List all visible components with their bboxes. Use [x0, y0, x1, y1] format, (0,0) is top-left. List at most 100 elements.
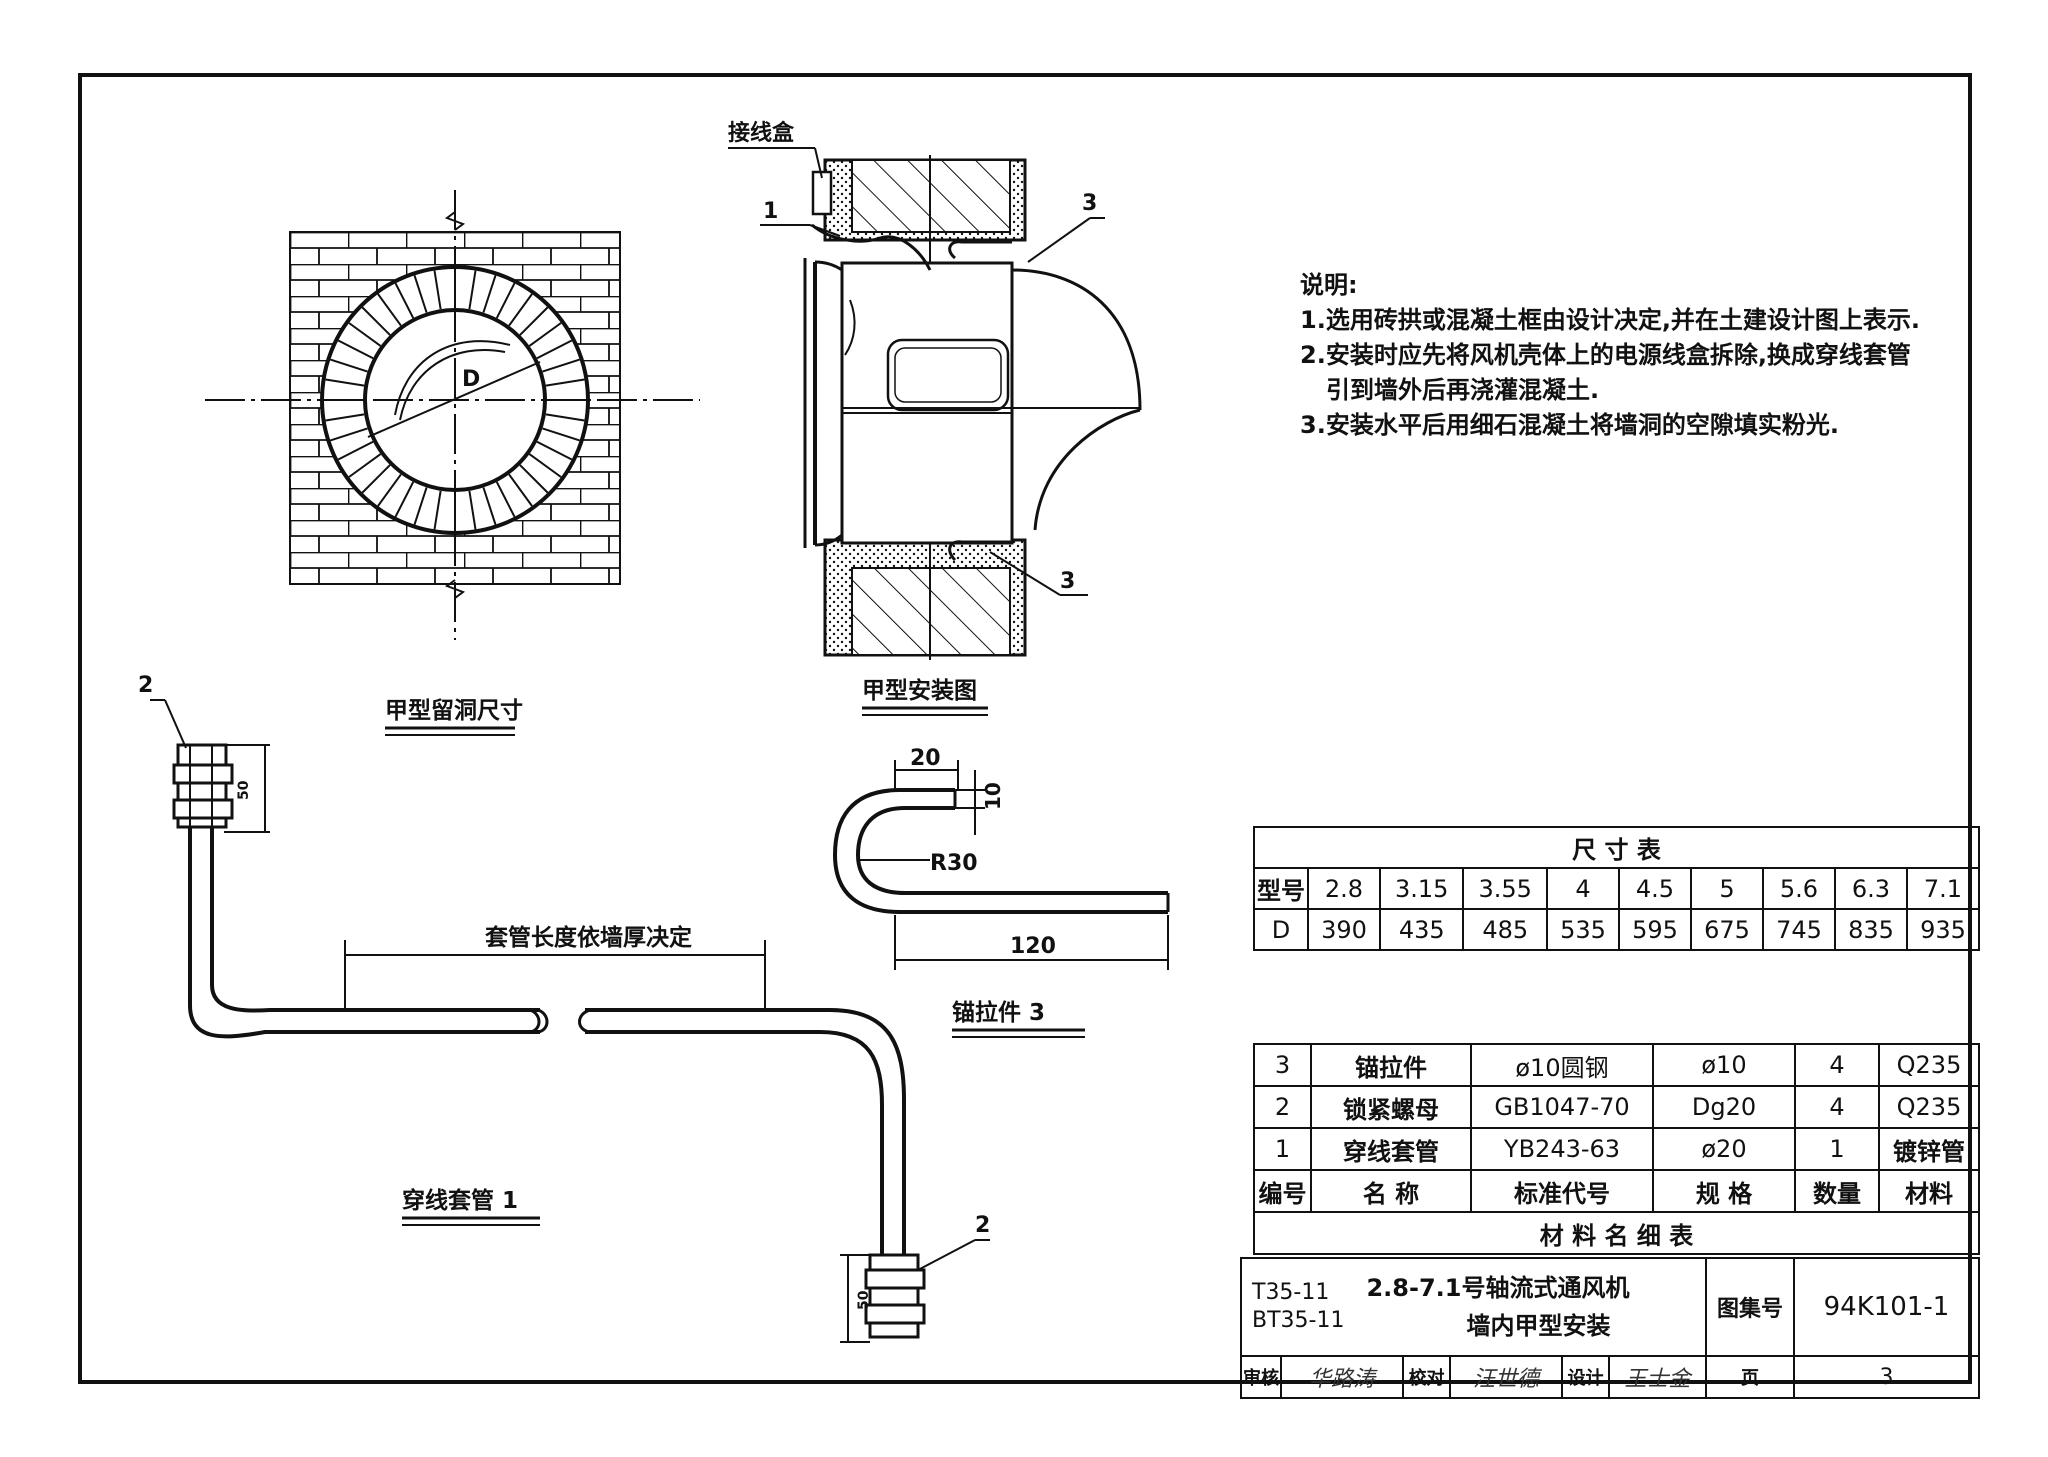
note-1: 1.选用砖拱或混凝土框由设计决定,并在土建设计图上表示.: [1300, 306, 1921, 334]
mat-cell: ø10圆钢: [1470, 1043, 1654, 1087]
material-row: 2 锁紧螺母 GB1047-70 Dg20 4 Q235: [1253, 1085, 1980, 1129]
material-table-title: 材 料 名 细 表: [1253, 1211, 1980, 1255]
voussoir-line: [545, 378, 585, 387]
title-cell: T35-11 BT35-11 2.8-7.1号轴流式通风机 墙内甲型安装: [1240, 1257, 1707, 1357]
mat-cell: 1: [1253, 1127, 1312, 1171]
diameter-line: [367, 361, 541, 438]
voussoir-line: [348, 322, 382, 347]
view-title-conduit: 穿线套管 1: [402, 1187, 518, 1214]
note-3: 3.安装水平后用细石混凝土将墙洞的空隙填实粉光.: [1300, 411, 1839, 439]
mat-cell: ø20: [1652, 1127, 1796, 1171]
installation-section-view: 接线盒 1 3 3 甲型安装图: [728, 120, 1142, 716]
review-label: 审核: [1240, 1355, 1282, 1399]
d-cell: 835: [1833, 908, 1908, 951]
voussoir-line: [536, 440, 573, 461]
dimension-table-title: 尺 寸 表: [1253, 826, 1980, 869]
voussoir-line: [337, 339, 374, 360]
check-signature: 汪世德: [1449, 1355, 1563, 1399]
material-row: 3 锚拉件 ø10圆钢 ø10 4 Q235: [1253, 1043, 1980, 1087]
d-cell: 675: [1689, 908, 1764, 951]
d-cell: 935: [1905, 908, 1981, 951]
model-row-label: 型号: [1253, 867, 1309, 910]
model-cell: 3.55: [1462, 867, 1548, 910]
mat-cell: Q235: [1878, 1043, 1980, 1087]
dimension-table: 尺 寸 表 型号 2.8 3.15 3.55 4 4.5 5 5.6 6.3 7…: [1253, 826, 1981, 951]
mat-header: 名 称: [1310, 1169, 1472, 1213]
label-part-2-top: 2: [138, 673, 153, 698]
mat-header: 标准代号: [1470, 1169, 1654, 1213]
mat-cell: 锚拉件: [1310, 1043, 1472, 1087]
voussoir-line: [495, 481, 516, 518]
drawing-title-1: 2.8-7.1号轴流式通风机: [1366, 1274, 1630, 1302]
view-title-hole: 甲型留洞尺寸: [385, 698, 523, 724]
voussoir-line: [377, 293, 402, 327]
model-cell: 5.6: [1761, 867, 1836, 910]
model-cell: 5: [1689, 867, 1764, 910]
drawing-title-2: 墙内甲型安装: [1466, 1312, 1611, 1340]
voussoir-line: [468, 270, 477, 310]
model-cell: 4: [1545, 867, 1620, 910]
d-cell: 435: [1378, 908, 1465, 951]
material-table: 3 锚拉件 ø10圆钢 ø10 4 Q235 2 锁紧螺母 GB1047-70 …: [1253, 1043, 1980, 1255]
dim-r30: R30: [930, 851, 978, 876]
dim-10: 10: [981, 782, 1005, 810]
voussoir-line: [330, 427, 368, 442]
atlas-number: 94K101-1: [1792, 1257, 1981, 1357]
voussoir-line: [325, 378, 365, 387]
mat-header: 规 格: [1652, 1169, 1796, 1213]
mat-cell: 4: [1794, 1043, 1880, 1087]
hole-layout-view: D 甲型留洞尺寸: [205, 190, 700, 736]
mat-cell: 穿线套管: [1310, 1127, 1472, 1171]
voussoir-line: [542, 358, 580, 373]
model-cell: 7.1: [1905, 867, 1981, 910]
model-cell: 4.5: [1617, 867, 1692, 910]
material-row: 1 穿线套管 YB243-63 ø20 1 镀锌管: [1253, 1127, 1980, 1171]
voussoir-line: [325, 413, 365, 422]
mat-cell: YB243-63: [1470, 1127, 1654, 1171]
mat-cell: 4: [1794, 1085, 1880, 1129]
mat-header: 数量: [1794, 1169, 1880, 1213]
page-number: 3: [1792, 1355, 1981, 1399]
mat-cell: Dg20: [1652, 1085, 1796, 1129]
title-block: T35-11 BT35-11 2.8-7.1号轴流式通风机 墙内甲型安装 图集号…: [1240, 1257, 1981, 1399]
label-part-3-bottom: 3: [1060, 569, 1075, 594]
model-row: 型号 2.8 3.15 3.55 4 4.5 5 5.6 6.3 7.1: [1253, 867, 1981, 910]
d-cell: 745: [1761, 908, 1836, 951]
page-label: 页: [1705, 1355, 1795, 1399]
voussoir-line: [337, 440, 374, 461]
d-cell: 390: [1307, 908, 1381, 951]
voussoir-line: [348, 453, 382, 478]
view-title-install: 甲型安装图: [862, 677, 977, 704]
d-cell: 535: [1545, 908, 1620, 951]
voussoir-line: [508, 293, 533, 327]
voussoir-line: [330, 358, 368, 373]
review-signature: 华路涛: [1280, 1355, 1404, 1399]
design-signature: 王士金: [1608, 1355, 1707, 1399]
voussoir-line: [361, 306, 391, 336]
d-row-label: D: [1253, 908, 1309, 951]
model-code-1: T35-11: [1252, 1280, 1330, 1305]
label-part-3-top: 3: [1082, 191, 1097, 216]
notes-title: 说明:: [1300, 271, 1358, 299]
voussoir-line: [536, 339, 573, 360]
voussoir-line: [433, 490, 442, 530]
material-header-row: 编号 名 称 标准代号 规 格 数量 材料: [1253, 1169, 1980, 1213]
d-row: D 390 435 485 535 595 675 745 835 935: [1253, 908, 1981, 951]
mat-header: 材料: [1878, 1169, 1980, 1213]
voussoir-line: [413, 275, 428, 313]
mat-cell: Q235: [1878, 1085, 1980, 1129]
voussoir-line: [482, 487, 497, 525]
voussoir-line: [545, 413, 585, 422]
mat-header: 编号: [1253, 1169, 1312, 1213]
voussoir-line: [394, 282, 415, 319]
dim-d-label: D: [462, 367, 480, 392]
hole-arc: [394, 340, 511, 416]
mat-cell: ø10: [1652, 1043, 1796, 1087]
model-cell: 6.3: [1833, 867, 1908, 910]
view-title-anchor: 锚拉件 3: [952, 999, 1045, 1026]
mat-cell: GB1047-70: [1470, 1085, 1654, 1129]
dim-50-bottom: 50: [856, 1290, 872, 1310]
design-label: 设计: [1561, 1355, 1610, 1399]
mat-cell: 镀锌管: [1878, 1127, 1980, 1171]
